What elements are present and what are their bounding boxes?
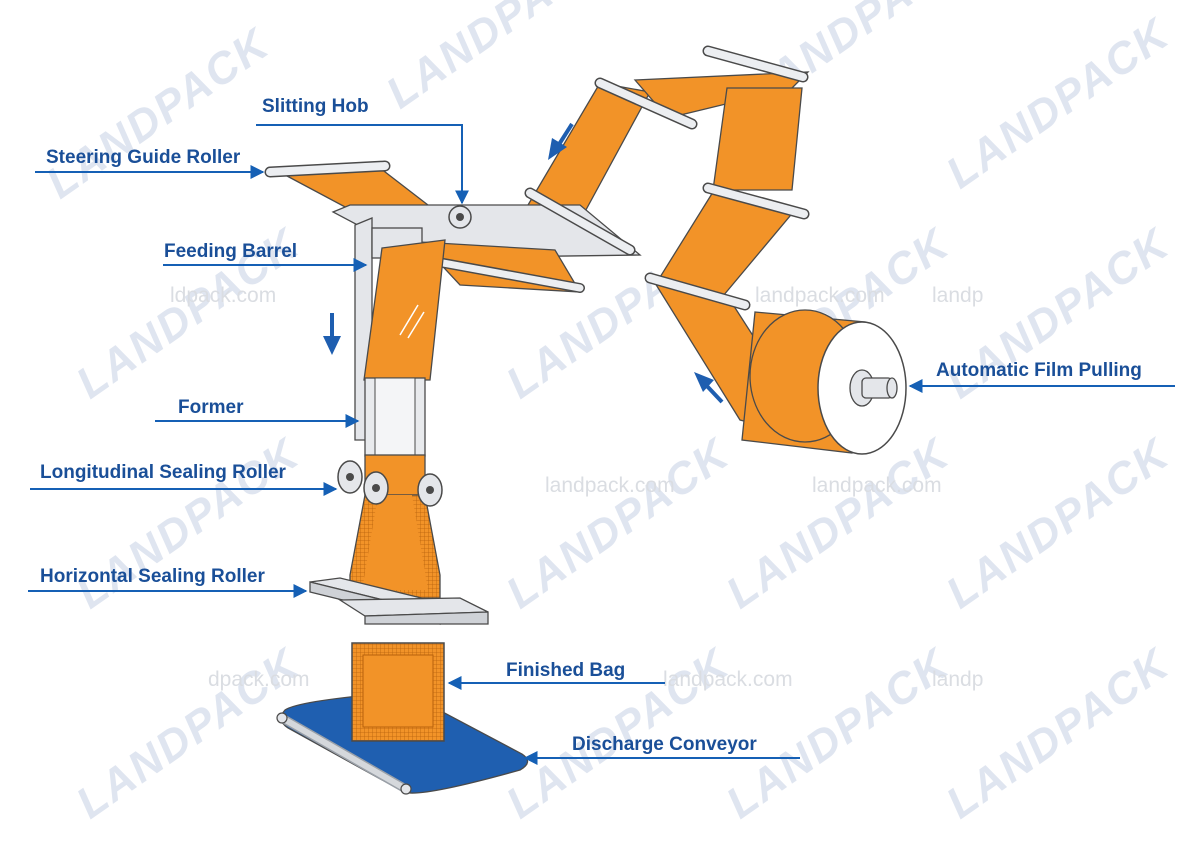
watermark-logo: LANDPACK (938, 428, 1180, 618)
label-automatic-film-pulling: Automatic Film Pulling (936, 360, 1142, 381)
finished-bag (351, 642, 445, 742)
label-feeding-barrel: Feeding Barrel (164, 241, 297, 262)
watermark-logo: LANDPACK (68, 638, 310, 828)
watermark-logo: LANDPACK (68, 428, 310, 618)
watermark-logo: LANDPACK (378, 0, 620, 118)
label-longitudinal-sealing-roller: Longitudinal Sealing Roller (40, 462, 287, 483)
label-horizontal-sealing-roller: Horizontal Sealing Roller (40, 566, 265, 587)
label-former: Former (178, 397, 244, 418)
label-finished-bag: Finished Bag (506, 660, 625, 681)
label-discharge-conveyor: Discharge Conveyor (572, 734, 757, 755)
film-reel (741, 309, 907, 455)
watermark-site: landp (932, 284, 983, 307)
watermark-site: landpack.com (663, 668, 793, 691)
discharge-conveyor (276, 691, 529, 795)
watermark-site: landp (932, 668, 983, 691)
watermark-site: dpack.com (208, 668, 310, 691)
longitudinal-rollers (337, 460, 443, 507)
label-steering-guide-roller: Steering Guide Roller (46, 147, 241, 168)
film-rollers (594, 45, 810, 311)
arrow-icon (323, 313, 341, 355)
watermark-logo: LANDPACK (938, 8, 1180, 198)
leader-lines (28, 124, 1175, 765)
labels: Slitting Hob Steering Guide Roller Feedi… (40, 96, 1142, 755)
watermark-logo: LANDPACK (38, 18, 280, 208)
watermark-site: ldpack.com (170, 284, 276, 307)
watermark-logo: LANDPACK (718, 428, 960, 618)
arrow-icon (548, 122, 574, 160)
watermark-logo: LANDPACK (498, 428, 740, 618)
horizontal-sealing-plates (309, 577, 489, 625)
former-column (349, 217, 446, 599)
watermark-site: landpack.com (545, 474, 675, 497)
watermark-site: landpack.com (812, 474, 942, 497)
flow-arrows (323, 122, 724, 404)
arrow-icon (694, 372, 724, 404)
label-slitting-hob: Slitting Hob (262, 96, 369, 117)
watermark-site: landpack.com (755, 284, 885, 307)
watermark-logo: LANDPACK (938, 638, 1180, 828)
